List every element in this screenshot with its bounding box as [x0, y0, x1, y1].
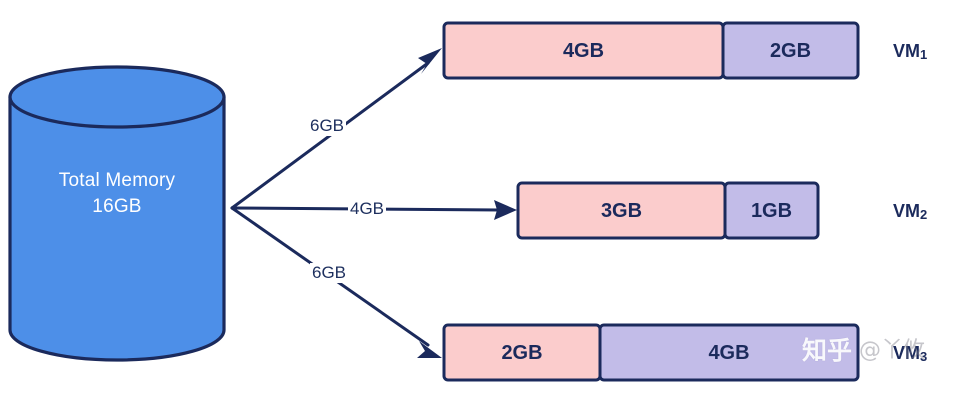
vm3-segment-purple [598, 323, 860, 382]
arrowhead-vm3 [417, 341, 442, 358]
cylinder-top-ellipse [8, 65, 226, 129]
vm2-segment-purple [723, 181, 820, 240]
vm2-bar [516, 181, 820, 240]
vm1-purple-label: 2GB [769, 40, 812, 62]
vm1-pink-label: 4GB [562, 40, 605, 62]
edge-label-vm2: 4GB [348, 199, 387, 219]
vm2-purple-label: 1GB [750, 200, 793, 222]
vm3-purple-label: 4GB [708, 342, 750, 364]
vm1-name-index: 1 [920, 47, 928, 62]
vm3-pink-label: 2GB [501, 342, 543, 364]
edge-label-vm3: 6GB [310, 263, 349, 283]
arrowhead-vm2 [494, 200, 517, 220]
cylinder-body [8, 95, 226, 362]
arrowhead-vm1 [418, 48, 442, 74]
vm1-bar [442, 21, 860, 80]
vm2-name-index: 2 [920, 207, 928, 222]
vm2-pink-label: 3GB [600, 200, 643, 222]
vm3-name-text: VM [893, 343, 920, 363]
vm2-name-text: VM [893, 201, 920, 221]
vm1-name: VM1 [893, 41, 927, 62]
vm1-segment-purple [721, 21, 860, 80]
vm2-name: VM2 [893, 201, 927, 222]
vm3-bar [442, 323, 860, 382]
vm3-name-index: 3 [920, 349, 928, 364]
allocation-arrowheads [417, 48, 517, 358]
vm3-name: VM3 [893, 343, 927, 364]
vm1-name-text: VM [893, 41, 920, 61]
edge-label-vm1: 6GB [308, 116, 347, 136]
memory-pool-cylinder [8, 65, 226, 362]
